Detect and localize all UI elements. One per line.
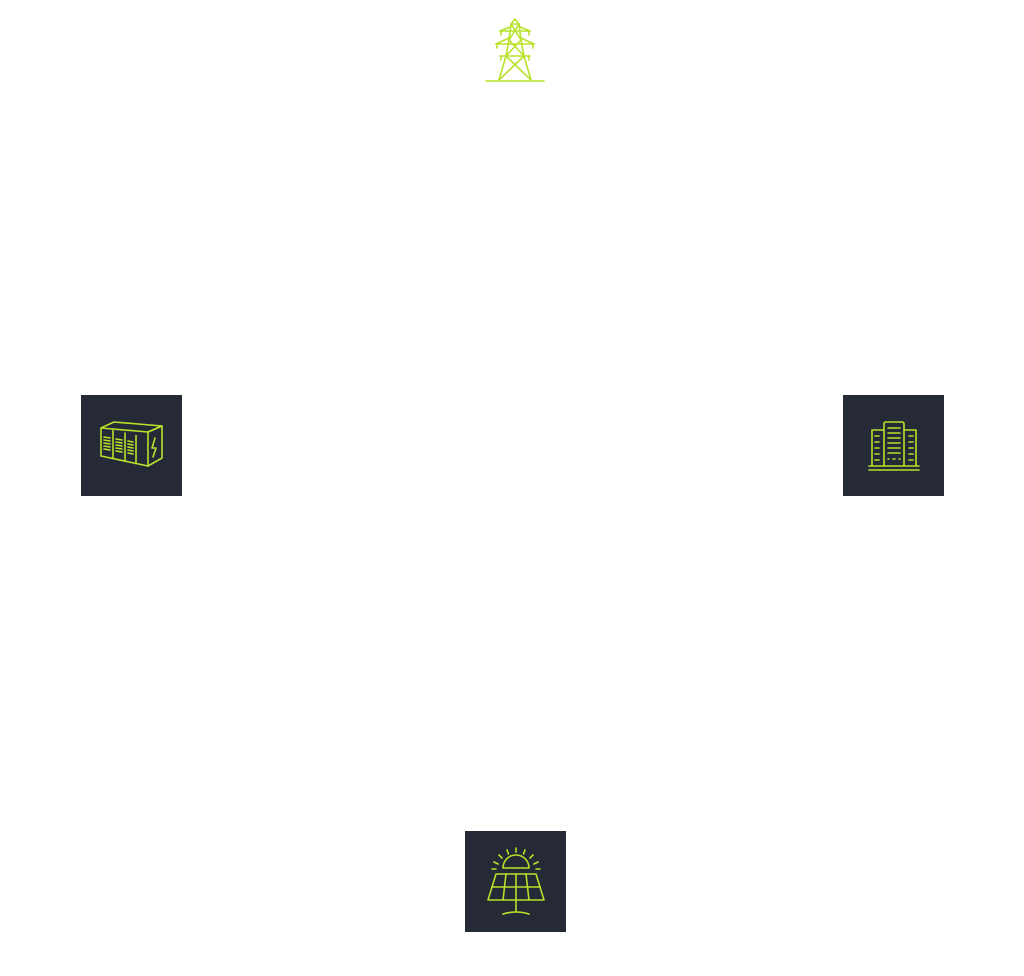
- battery-container-icon: [99, 420, 163, 467]
- office-building-icon: [867, 420, 920, 471]
- transmission-tower-icon: [485, 18, 545, 82]
- grid-node: [482, 16, 548, 84]
- solar-panel-node: [465, 831, 566, 932]
- battery-storage-node: [81, 395, 182, 496]
- building-node: [843, 395, 944, 496]
- solar-panel-icon: [486, 846, 545, 915]
